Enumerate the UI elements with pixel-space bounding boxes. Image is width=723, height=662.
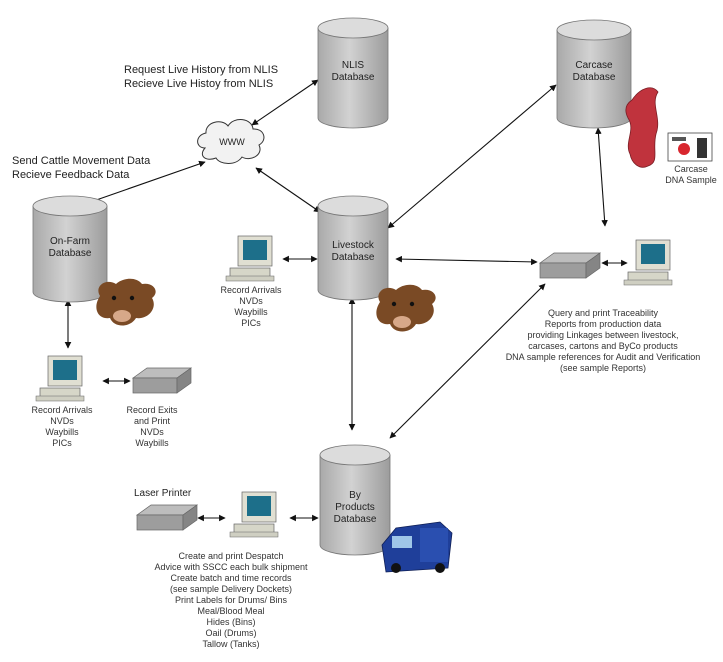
computer-icon bbox=[229, 491, 279, 538]
despatch-label: Create and print Despatch Advice with SS… bbox=[154, 551, 308, 649]
connector-arrows bbox=[64, 79, 628, 522]
livestock-db-label: Livestock Database bbox=[331, 240, 375, 263]
onfarm-pc-label: Record Arrivals NVDs Waybills PICs bbox=[31, 405, 93, 448]
www-label: WWW bbox=[219, 137, 245, 147]
db-onfarm bbox=[32, 195, 108, 303]
cow-icon bbox=[376, 284, 436, 332]
cattle-movement-text: Send Cattle Movement Data Recieve Feedba… bbox=[12, 155, 151, 181]
arrow-www-nlis bbox=[251, 79, 319, 126]
cow-icon bbox=[96, 278, 156, 326]
laser-printer-label: Laser Printer bbox=[134, 488, 192, 499]
carcase-icon bbox=[625, 87, 659, 168]
cloud-icon bbox=[197, 119, 265, 164]
printer-icon bbox=[135, 504, 199, 531]
truck-icon bbox=[381, 521, 453, 573]
arrow-livestock-printer bbox=[395, 255, 538, 266]
arrow-carcase-pc bbox=[595, 127, 608, 227]
onfarm-db-label: On-Farm Database bbox=[48, 236, 92, 259]
db-nlis bbox=[317, 17, 389, 129]
computer-icon bbox=[623, 239, 673, 286]
computer-icon bbox=[225, 235, 275, 282]
db-byproducts bbox=[319, 444, 391, 556]
nlis-db-label: NLIS Database bbox=[331, 60, 375, 83]
db-carcase bbox=[556, 19, 632, 129]
arrow-printer-byproducts bbox=[389, 283, 546, 439]
computer-icon bbox=[35, 355, 85, 402]
dna-sample-icon bbox=[667, 132, 713, 162]
carcase-db-label: Carcase Database bbox=[572, 60, 616, 83]
byproducts-db-label: By Products Database bbox=[333, 490, 377, 525]
carcase-sample-label: Carcase DNA Sample bbox=[665, 164, 717, 185]
printer-icon bbox=[131, 367, 193, 394]
livestock-pc-label: Record Arrivals NVDs Waybills PICs bbox=[220, 285, 282, 328]
traceability-label: Query and print Traceability Reports fro… bbox=[505, 308, 701, 373]
printer-icon bbox=[538, 252, 602, 279]
arrow-www-livestock bbox=[255, 167, 321, 213]
request-nlis-text: Request Live History from NLIS Recieve L… bbox=[124, 64, 279, 90]
arrow-livestock-carcase bbox=[387, 84, 557, 229]
onfarm-printer-label: Record Exits and Print NVDs Waybills bbox=[126, 405, 178, 448]
arrow-www-onfarm bbox=[81, 160, 206, 207]
